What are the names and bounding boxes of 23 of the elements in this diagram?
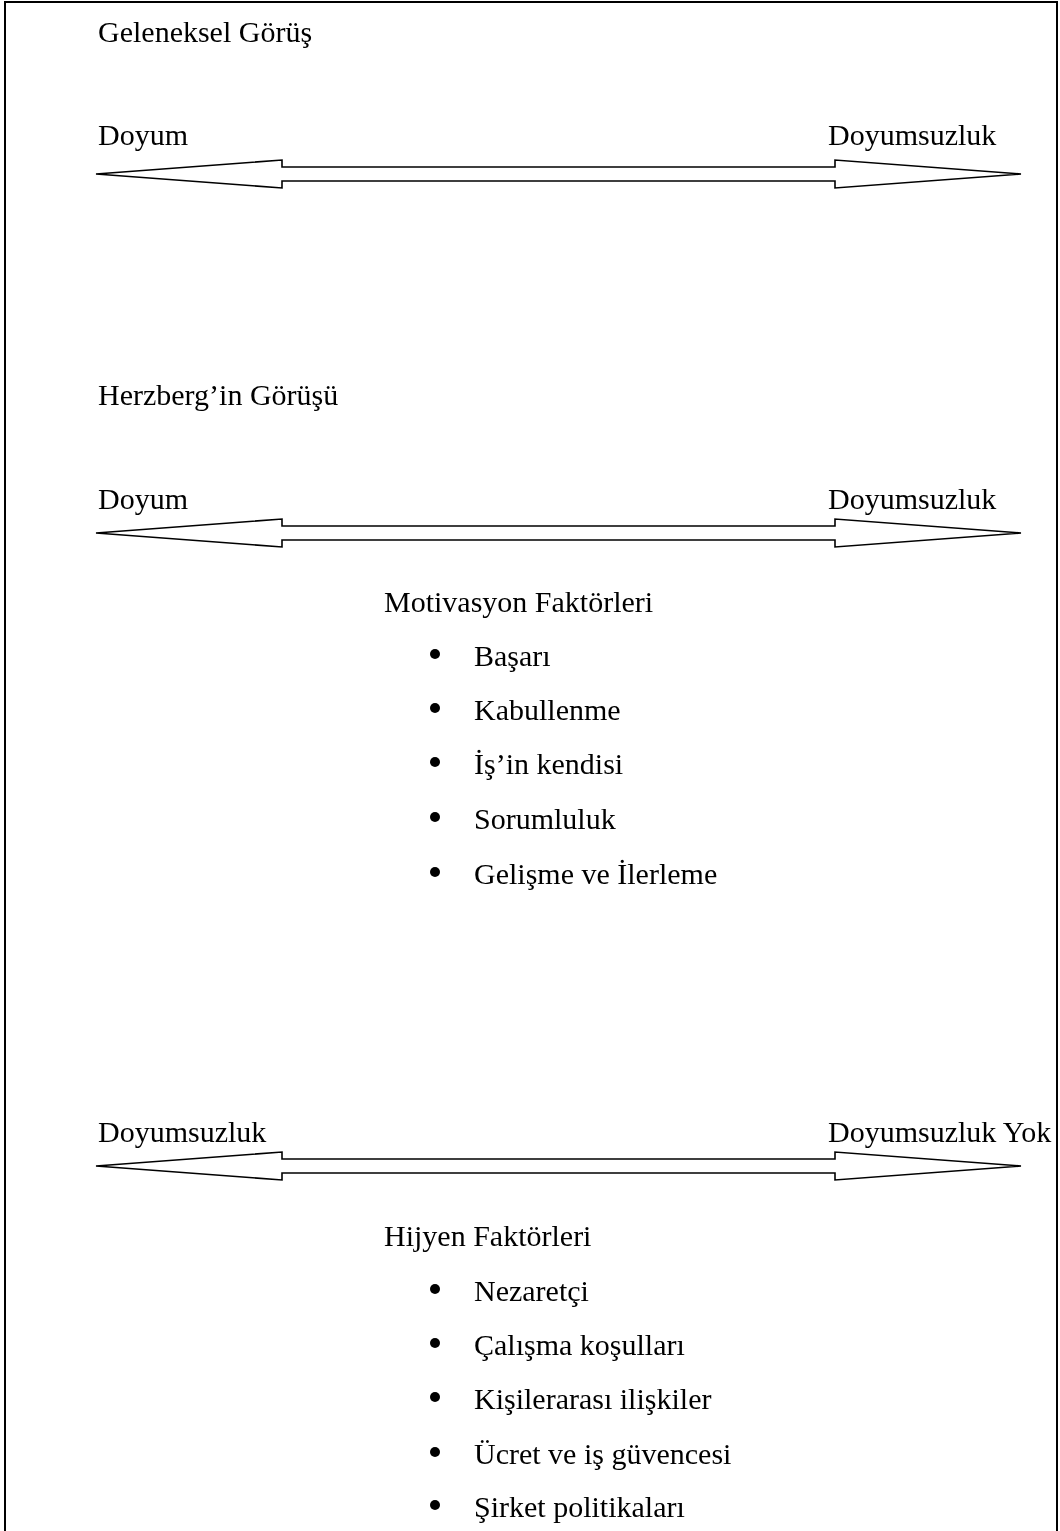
- scale-end-label: Doyumsuzluk Yok: [828, 1115, 1052, 1149]
- section-heading: Geleneksel Görüş: [98, 15, 313, 49]
- scale-end-label: Doyum: [98, 118, 188, 152]
- list-item: Ücret ve iş güvencesi: [474, 1437, 732, 1471]
- list-heading: Motivasyon Faktörleri: [384, 585, 654, 619]
- list-item: Kişilerarası ilişkiler: [474, 1382, 712, 1416]
- list-item: Nezaretçi: [474, 1274, 589, 1308]
- scale-end-label: Doyumsuzluk: [98, 1115, 267, 1149]
- double-headed-arrow: [95, 159, 1022, 189]
- list-item: Çalışma koşulları: [474, 1328, 685, 1362]
- scale-end-label: Doyumsuzluk: [828, 118, 997, 152]
- list-heading: Hijyen Faktörleri: [384, 1219, 592, 1253]
- list-item: Sorumluluk: [474, 802, 616, 836]
- list-item: Kabullenme: [474, 693, 621, 727]
- scale-end-label: Doyum: [98, 482, 188, 516]
- double-headed-arrow: [95, 1151, 1022, 1181]
- scale-end-label: Doyumsuzluk: [828, 482, 997, 516]
- list-item: Gelişme ve İlerleme: [474, 857, 718, 891]
- list-item: Başarı: [474, 639, 551, 673]
- list-item: İş’in kendisi: [474, 747, 624, 781]
- section-heading: Herzberg’in Görüşü: [98, 378, 339, 412]
- double-headed-arrow: [95, 518, 1022, 548]
- list-item: Şirket politikaları: [474, 1490, 685, 1524]
